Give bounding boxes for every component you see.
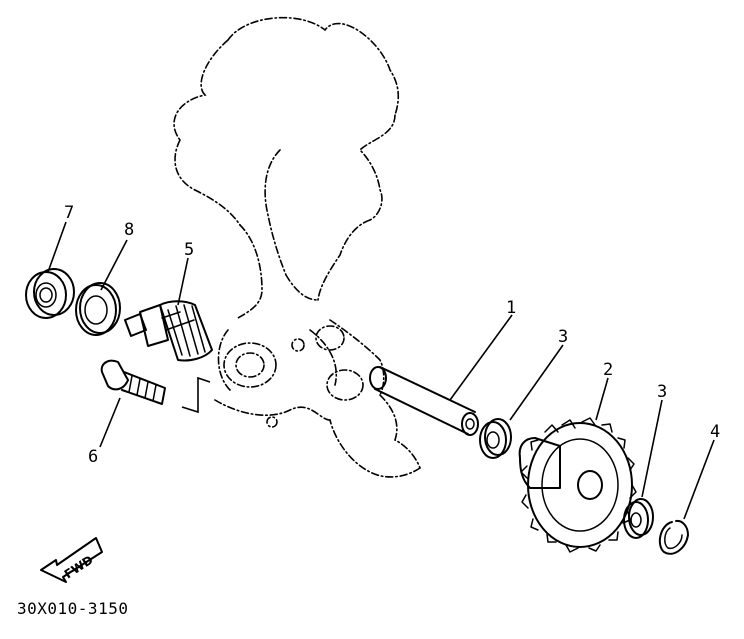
part-7-oil-seal <box>25 268 75 319</box>
callout-4: 4 <box>710 422 720 442</box>
part-5-driven-gear <box>124 300 213 362</box>
callout-8: 8 <box>124 220 134 240</box>
part-1-shaft <box>369 366 479 436</box>
callout-1: 1 <box>506 298 516 318</box>
callout-3-right: 3 <box>657 382 667 402</box>
callout-7: 7 <box>64 203 74 223</box>
callout-5: 5 <box>184 240 194 260</box>
engine-case-phantom-outline <box>173 16 421 478</box>
callout-3-left: 3 <box>558 327 568 347</box>
figure-code: 30X010-3150 <box>17 599 129 618</box>
callout-6: 6 <box>88 447 98 467</box>
case-mounting-bosses <box>223 325 364 428</box>
callout-2: 2 <box>603 360 613 380</box>
part-8-washer <box>75 282 121 336</box>
part-4-circlip <box>658 519 689 555</box>
part-6-bolt <box>100 359 166 405</box>
part-3-washer-right <box>623 498 654 539</box>
part-2-gear <box>518 417 637 553</box>
callout-leaders <box>47 221 715 520</box>
fwd-arrow-icon: FWD <box>40 537 103 583</box>
part-3-washer-left <box>479 418 512 459</box>
